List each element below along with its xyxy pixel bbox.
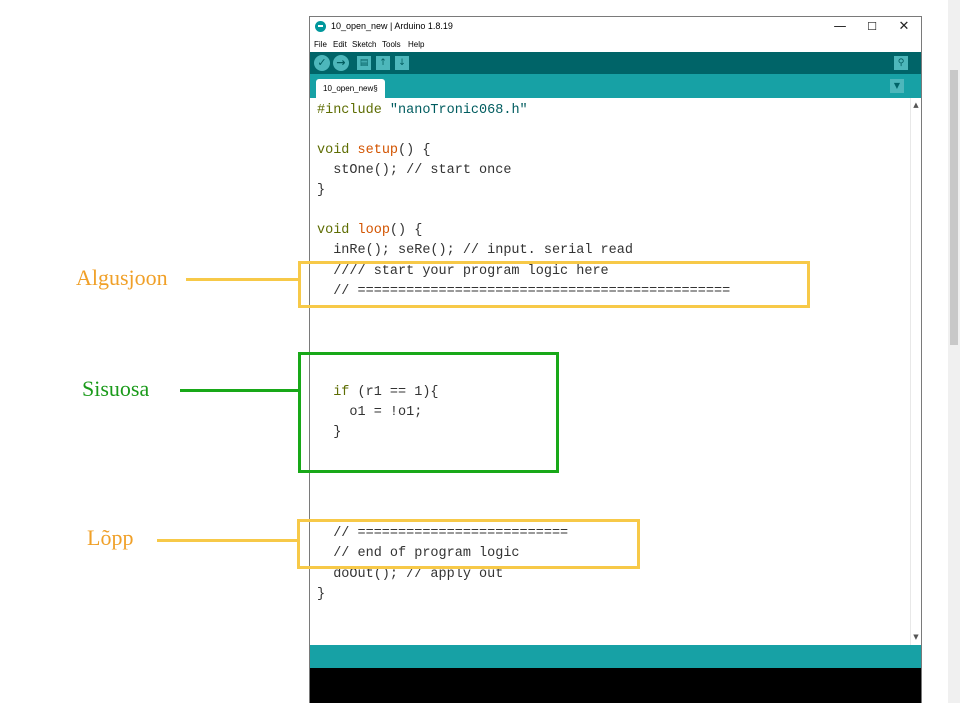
code-editor[interactable]: #include "nanoTronic068.h" void setup() … (310, 98, 921, 645)
menu-tools[interactable]: Tools (382, 40, 401, 49)
code-line-14: if (r1 == 1){ (333, 385, 439, 400)
minimize-button[interactable]: — (833, 19, 847, 34)
code-line-23: doOut(); // apply out (317, 567, 504, 582)
code-line-21: // ========================== (317, 526, 569, 541)
tab-bar: 10_open_new§ ▼ (310, 74, 921, 98)
annotation-box-body (298, 352, 559, 473)
code-line-1: #include "nanoTronic068.h" (317, 103, 528, 118)
code-line-5: } (317, 183, 326, 198)
annotation-box-start (298, 261, 810, 308)
tab-menu-icon[interactable]: ▼ (890, 79, 904, 93)
open-sketch-icon[interactable]: ↑ (376, 56, 390, 70)
code-line-3: void setup() { (317, 143, 431, 158)
editor-scrollbar[interactable]: ▲ ▼ (910, 98, 921, 645)
toolbar: ✓ → ▤ ↑ ↓ ⚲ (310, 52, 921, 74)
code-line-7: void loop() { (317, 223, 423, 238)
page-scrollbar[interactable] (948, 0, 960, 703)
code-line-4: stOne(); // start once (317, 163, 512, 178)
save-sketch-icon[interactable]: ↓ (395, 56, 409, 70)
arduino-ide-window: 10_open_new | Arduino 1.8.19 — ☐ ✕ File … (309, 16, 922, 703)
code-line-24: } (317, 587, 326, 602)
annotation-label-start: Algusjoon (76, 265, 168, 290)
page-scrollbar-thumb[interactable] (950, 70, 958, 345)
verify-icon[interactable]: ✓ (314, 55, 330, 71)
scroll-up-icon[interactable]: ▲ (913, 101, 919, 109)
code-line-22: // end of program logic (317, 546, 520, 561)
code-line-9: //// start your program logic here (317, 264, 609, 279)
menu-sketch[interactable]: Sketch (352, 40, 377, 49)
code-line-15: o1 = !o1; (317, 405, 423, 420)
console-output[interactable] (310, 668, 921, 703)
new-sketch-icon[interactable]: ▤ (357, 56, 371, 70)
code-line-8: inRe(); seRe(); // input. serial read (317, 243, 633, 258)
code-line-10: // =====================================… (317, 284, 731, 299)
annotation-line-end (157, 539, 299, 542)
maximize-button[interactable]: ☐ (867, 20, 877, 33)
tab-sketch[interactable]: 10_open_new§ (316, 79, 385, 98)
menu-edit[interactable]: Edit (333, 40, 347, 49)
status-bar (310, 645, 921, 668)
window-title: 10_open_new | Arduino 1.8.19 (331, 21, 453, 31)
menu-file[interactable]: File (314, 40, 327, 49)
annotation-box-end (297, 519, 640, 569)
annotation-label-end: Lõpp (87, 525, 134, 550)
menu-help[interactable]: Help (408, 40, 425, 49)
serial-monitor-icon[interactable]: ⚲ (894, 56, 908, 70)
scroll-down-icon[interactable]: ▼ (913, 633, 919, 641)
upload-icon[interactable]: → (333, 55, 349, 71)
annotation-label-body: Sisuosa (82, 376, 150, 401)
arduino-logo-icon (315, 21, 326, 32)
close-button[interactable]: ✕ (898, 19, 910, 34)
annotation-line-body (180, 389, 299, 392)
title-bar: 10_open_new | Arduino 1.8.19 — ☐ ✕ (310, 17, 921, 37)
annotation-line-start (186, 278, 299, 281)
code-line-16: } (317, 425, 342, 440)
menu-bar: File Edit Sketch Tools Help (310, 37, 921, 52)
